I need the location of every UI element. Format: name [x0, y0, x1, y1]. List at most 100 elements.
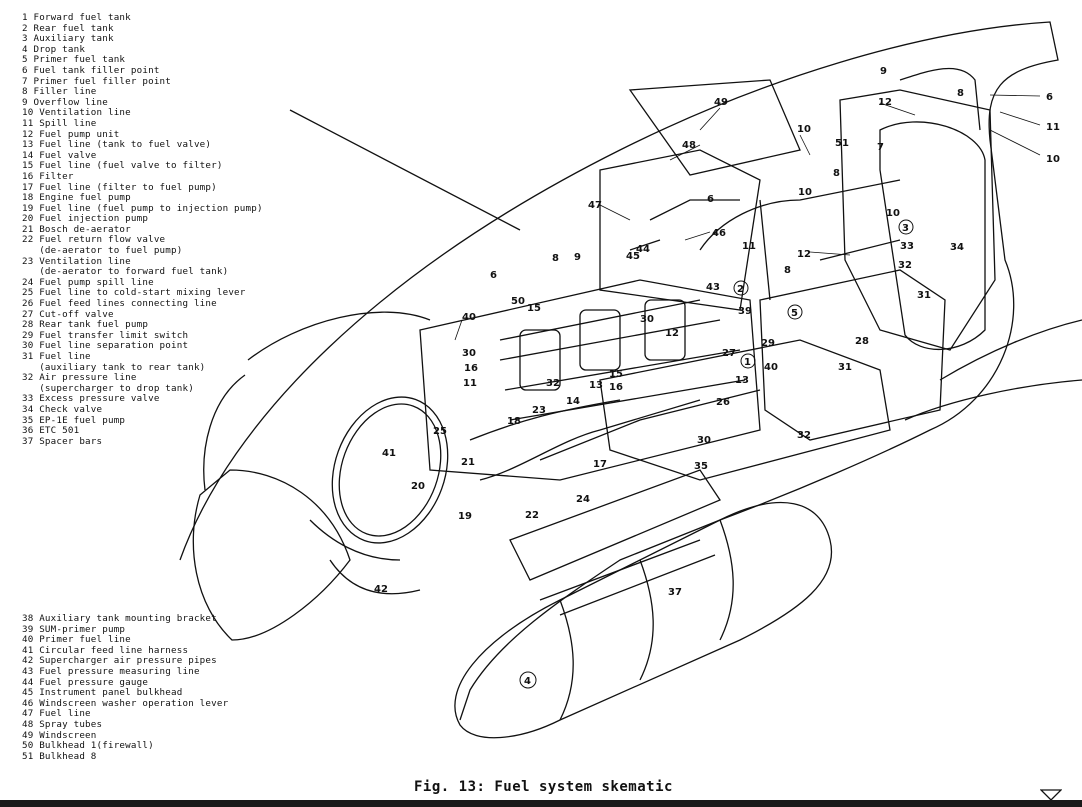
- legend-item: 7 Primer fuel filler point: [22, 75, 172, 87]
- callout-8a: 8: [957, 88, 964, 99]
- legend-item: 27 Cut-off valve: [22, 308, 114, 320]
- scroll-down-triangle-icon[interactable]: [1040, 789, 1062, 801]
- legend-item: 6 Fuel tank filler point: [22, 64, 160, 76]
- callout-39: 39: [738, 306, 752, 317]
- engine-cylinder-1: [519, 329, 561, 391]
- wing-leading-edge: [904, 379, 1082, 421]
- callout-10a: 10: [797, 124, 811, 135]
- fuel-lines: [469, 67, 981, 481]
- callout-40b: 40: [764, 362, 778, 373]
- legend-item: 11 Spill line: [22, 117, 97, 129]
- legend-item: 19 Fuel line (fuel pump to injection pum…: [22, 202, 263, 214]
- callout-13a: 13: [735, 375, 749, 386]
- callout-32a: 32: [898, 260, 912, 271]
- callout-48: 48: [682, 140, 696, 151]
- legend-item: 23 Ventilation line: [22, 255, 131, 267]
- leader-11: [999, 111, 1041, 126]
- bulkhead-8: [839, 89, 996, 351]
- drop-tank-rib-3: [719, 519, 734, 641]
- callout-51: 51: [835, 138, 849, 149]
- callout-6b: 6: [707, 194, 714, 205]
- legend-item: 18 Engine fuel pump: [22, 192, 131, 204]
- legend-item: 26 Fuel feed lines connecting line: [22, 298, 217, 310]
- spacer-bars: [539, 539, 716, 616]
- leader-12b: [809, 251, 851, 256]
- callout-5: 5: [791, 308, 798, 319]
- callout-43: 43: [706, 282, 720, 293]
- callout-23: 23: [532, 405, 546, 416]
- callout-15a: 15: [527, 303, 541, 314]
- callout-42: 42: [374, 584, 388, 595]
- callout-47: 47: [588, 200, 602, 211]
- legend-item: 2 Rear fuel tank: [22, 22, 114, 34]
- legend-item: 41 Circular feed line harness: [22, 644, 189, 656]
- legend-item: 25 Fuel line to cold-start mixing lever: [22, 287, 246, 299]
- callout-9b: 9: [574, 252, 581, 263]
- legend-item: 5 Primer fuel tank: [22, 54, 126, 66]
- callout-6a: 6: [1046, 92, 1053, 103]
- legend-item: 49 Windscreen: [22, 729, 97, 741]
- legend-item: 34 Check valve: [22, 403, 103, 415]
- leader-10a: [799, 134, 811, 156]
- legend-item: (auxiliary tank to rear tank): [22, 361, 206, 373]
- callout-46: 46: [712, 228, 726, 239]
- callout-17: 17: [593, 459, 607, 470]
- callout-12b: 12: [797, 249, 811, 260]
- leader-49: [699, 107, 721, 131]
- rear-fuel-tank: [759, 269, 946, 441]
- legend-item: 44 Fuel pressure gauge: [22, 676, 149, 688]
- legend-item: 43 Fuel pressure measuring line: [22, 665, 200, 677]
- callout-32b: 32: [546, 378, 560, 389]
- etc-501-rack: [509, 469, 721, 581]
- callout-32c: 32: [797, 430, 811, 441]
- legend-item: 37 Spacer bars: [22, 435, 103, 447]
- bottom-bar: [0, 800, 1082, 807]
- legend-item: 17 Fuel line (filter to fuel pump): [22, 181, 217, 193]
- callout-12c: 12: [665, 328, 679, 339]
- legend-item: (supercharger to drop tank): [22, 382, 194, 394]
- legend-item: 31 Fuel line: [22, 351, 91, 362]
- callout-7: 7: [877, 142, 884, 153]
- legend-item: 14 Fuel valve: [22, 149, 97, 161]
- cowling-upper: [247, 311, 431, 361]
- callout-4: 4: [524, 676, 531, 687]
- callout-ring-2: [733, 280, 749, 296]
- legend-item: 13 Fuel line (tank to fuel valve): [22, 139, 212, 151]
- callout-50: 50: [511, 296, 525, 307]
- spinner-front: [203, 374, 246, 491]
- circular-feed-harness-inner: [338, 403, 442, 537]
- legend-item: 47 Fuel line: [22, 708, 91, 720]
- legend-item: 28 Rear tank fuel pump: [22, 319, 149, 331]
- supercharger-air-pipes: [309, 519, 421, 595]
- leader-12a: [879, 102, 916, 116]
- legend-item: 39 SUM-primer pump: [22, 623, 126, 635]
- legend-item: 3 Auxiliary tank: [22, 33, 114, 45]
- drop-tank-rib-2: [639, 559, 654, 681]
- callout-30b: 30: [640, 314, 654, 325]
- legend-item: 24 Fuel pump spill line: [22, 276, 154, 288]
- callout-10d: 10: [1046, 154, 1060, 165]
- callout-3: 3: [902, 223, 909, 234]
- callout-11b: 11: [742, 241, 756, 252]
- callout-8c: 8: [784, 265, 791, 276]
- callout-11c: 11: [463, 378, 477, 389]
- callout-1: 1: [744, 357, 751, 368]
- leader-10d: [989, 129, 1041, 156]
- callout-21: 21: [461, 457, 475, 468]
- legend-item: 46 Windscreen washer operation lever: [22, 697, 229, 709]
- callout-33: 33: [900, 241, 914, 252]
- legend-item: 42 Supercharger air pressure pipes: [22, 655, 217, 667]
- legend-item: 51 Bulkhead 8: [22, 750, 97, 762]
- legend-item: (de-aerator to forward fuel tank): [22, 266, 229, 278]
- callout-ring-5: [787, 304, 803, 320]
- callout-11a: 11: [1046, 122, 1060, 133]
- legend-item: 15 Fuel line (fuel valve to filter): [22, 160, 223, 172]
- legend-item: 48 Spray tubes: [22, 718, 103, 730]
- legend-item: 10 Ventilation line: [22, 107, 131, 119]
- callout-8d: 8: [552, 253, 559, 264]
- callout-26: 26: [716, 397, 730, 408]
- callout-13b: 13: [589, 380, 603, 391]
- callout-18: 18: [507, 416, 521, 427]
